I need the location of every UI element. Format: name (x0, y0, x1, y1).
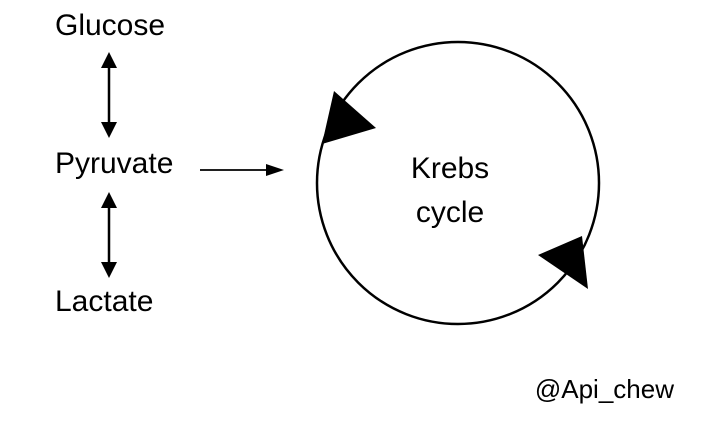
glucose-label: Glucose (55, 9, 166, 42)
pyruvate-to-krebs-arrow (200, 164, 284, 176)
krebs-cycle-label-line2: cycle (415, 196, 485, 229)
author-credit: @Api_chew (534, 374, 674, 404)
pyruvate-label: Pyruvate (55, 147, 174, 180)
krebs-cycle-label: Krebs cycle (390, 147, 510, 235)
cycle-arrowhead-bottom (538, 236, 588, 289)
krebs-cycle-label-line1: Krebs (410, 152, 490, 185)
cycle-arrowhead-top (322, 91, 376, 144)
glucose-pyruvate-arrow (101, 52, 117, 138)
pyruvate-lactate-arrow (101, 192, 117, 278)
lactate-label: Lactate (55, 285, 154, 318)
krebs-cycle-circle (315, 40, 601, 326)
